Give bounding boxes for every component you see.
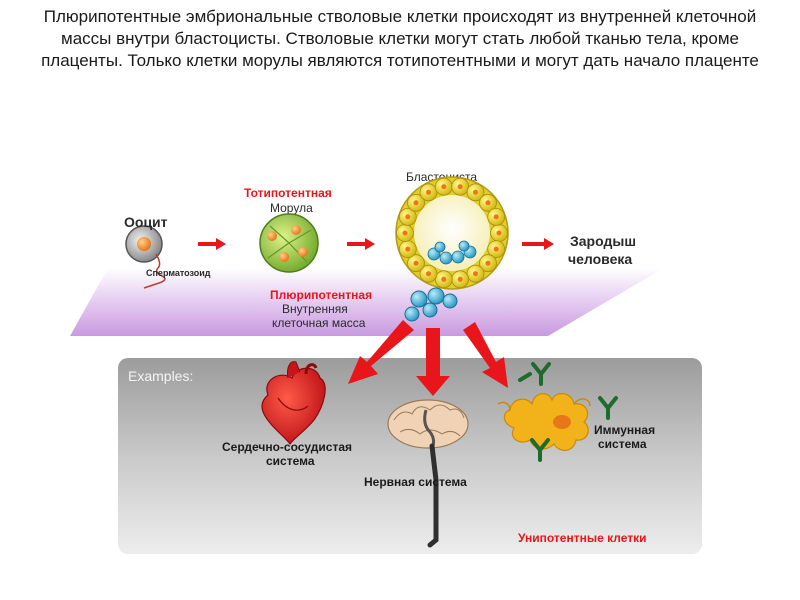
examples-header: Examples: — [128, 368, 193, 384]
trophoblast-nucleus — [441, 184, 447, 190]
trophoblast-nucleus — [473, 189, 478, 195]
embryo-label-line1: Зародыш — [570, 233, 636, 249]
trophoblast-nucleus — [405, 214, 411, 220]
trophoblast-nucleus — [426, 189, 431, 195]
examples-box — [118, 358, 702, 554]
trophoblast-nucleus — [413, 260, 419, 266]
brain-icon — [387, 399, 469, 449]
arrow-oocyte-morula — [198, 238, 226, 250]
trophoblast-nucleus — [426, 271, 431, 277]
trophoblast-nucleus — [485, 260, 491, 266]
trophoblast-nucleus — [457, 184, 463, 190]
caption: Плюрипотентные эмбриональные стволовые к… — [41, 7, 759, 70]
trophoblast-nucleus — [413, 200, 419, 206]
heart-icon — [261, 361, 326, 446]
trophoblast-nucleus — [405, 246, 411, 252]
morula-icon — [259, 213, 319, 273]
nervous-label: Нервная система — [364, 475, 467, 489]
immune-cell-icon — [497, 393, 591, 451]
trophoblast-nucleus — [457, 276, 463, 282]
morula-label: Морула — [270, 201, 313, 215]
purple-plane — [70, 268, 664, 336]
trophoblast-nucleus — [473, 271, 478, 277]
antibody-icons — [518, 362, 618, 462]
immune-label-line2: система — [598, 437, 647, 451]
oocyte-label: Ооцит — [124, 214, 168, 230]
inner-cell-mass-icon — [404, 287, 458, 322]
pluripotent-label: Плюрипотентная — [270, 288, 372, 302]
trophoblast-nucleus — [441, 276, 447, 282]
arrow-morula-blastocyst — [347, 238, 375, 250]
blastocyst-icon — [395, 176, 509, 290]
cardio-label-line2: система — [266, 454, 315, 468]
trophoblast-nucleus — [496, 230, 502, 236]
embryo-label-line2: человека — [568, 251, 632, 267]
sperm-label: Сперматозоид — [146, 268, 211, 278]
cardio-label-line1: Сердечно-сосудистая — [222, 440, 352, 454]
sperm-icon — [143, 253, 166, 289]
trophoblast-nucleus — [493, 214, 499, 220]
unipotent-label: Унипотентные клетки — [518, 531, 646, 545]
trophoblast-nucleus — [485, 200, 491, 206]
arrow-blastocyst-embryo — [522, 238, 554, 250]
trophoblast-nucleus — [402, 230, 408, 236]
totipotent-label: Тотипотентная — [244, 186, 332, 200]
icm-label-line1: Внутренняя — [282, 302, 348, 316]
icm-label-line2: клеточная масса — [272, 316, 366, 330]
oocyte-icon — [125, 225, 163, 263]
immune-label-line1: Иммунная — [594, 423, 655, 437]
arrows-to-examples — [348, 320, 508, 396]
trophoblast-nucleus — [493, 246, 499, 252]
spinal-cord-icon — [427, 443, 439, 548]
